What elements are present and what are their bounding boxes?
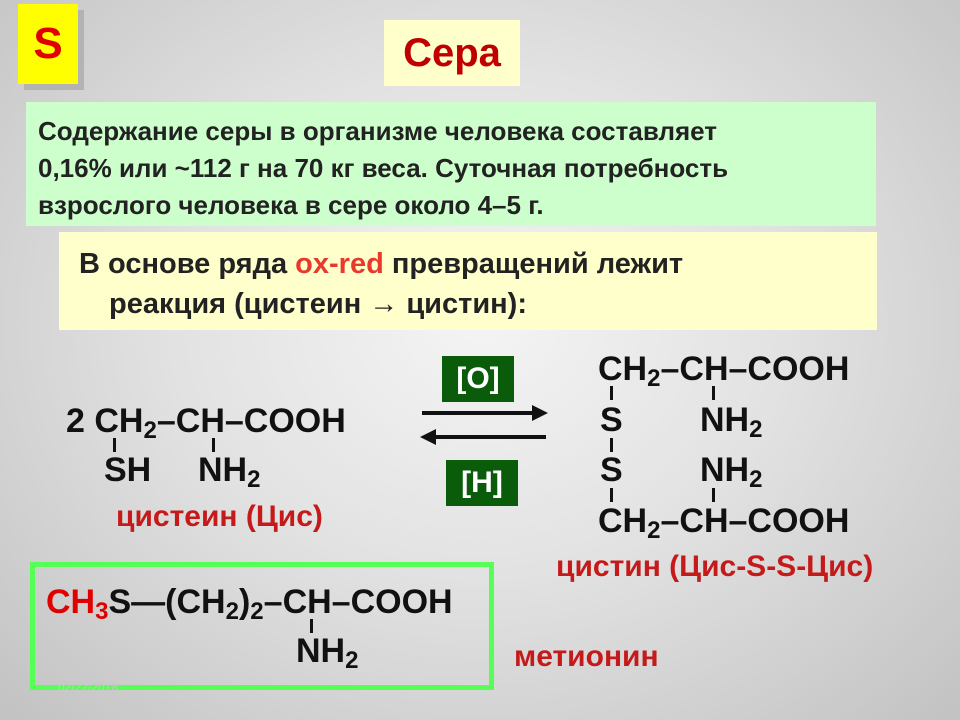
cystine-caption: цистин (Цис-S-S-Цис): [556, 550, 874, 583]
cysteine-caption: цистеин (Цис): [116, 500, 323, 533]
cystine-bond-2: [712, 386, 715, 400]
arrow-icon: →: [369, 288, 399, 320]
methyl-group: CH3: [46, 583, 109, 625]
cystine-bond-1: [610, 386, 613, 400]
sulfur-content-info: Содержание серы в организме человека сос…: [26, 102, 876, 226]
basis-line-1: В основе ряда ox-red превращений лежит: [79, 248, 684, 280]
cysteine-formula-main: 2 CH2–CH–COOH: [66, 402, 346, 444]
ox-red-highlight: ox-red: [295, 248, 384, 280]
cystine-nh2-bottom: NH2: [700, 451, 763, 493]
reaction-basis-note: В основе ряда ox-red превращений лежит р…: [59, 232, 877, 330]
cysteine-bond-nh: [212, 438, 215, 452]
slide-title: Сера: [384, 20, 520, 86]
cysteine-nh2-group: NH2: [198, 451, 261, 493]
cystine-top-chain: CH2–CH–COOH: [598, 350, 850, 392]
basis-line-2: реакция (цистеин → цистин):: [109, 288, 527, 320]
cystine-bond-ss: [610, 438, 613, 452]
methionine-frame: [30, 562, 494, 690]
cysteine-bond-sh: [113, 438, 116, 452]
element-badge: S: [18, 4, 78, 84]
cystine-sulfur-1: S: [600, 401, 623, 439]
cystine-bond-3: [610, 488, 613, 502]
oxidation-condition: [O]: [442, 356, 514, 402]
cystine-sulfur-2: S: [600, 451, 623, 489]
methionine-caption: метионин: [514, 640, 659, 673]
info-line-3: взрослого человека в сере около 4–5 г.: [38, 190, 544, 220]
methionine-nh2-group: NH2: [296, 632, 359, 674]
info-line-1: Содержание серы в организме человека сос…: [38, 116, 718, 146]
cysteine-sh-group: SH: [104, 451, 152, 489]
info-line-2: 0,16% или ~112 г на 70 кг веса. Суточная…: [38, 153, 729, 183]
methionine-formula-main: CH3S—(CH2)2–CH–COOH: [46, 583, 453, 625]
cystine-bond-4: [712, 488, 715, 502]
slide-date: 02/22/2018: [58, 680, 119, 694]
methionine-bond-nh: [310, 619, 313, 633]
reduction-condition: [H]: [446, 460, 518, 506]
cystine-bottom-chain: CH2–CH–COOH: [598, 502, 850, 544]
reversible-arrows-icon: [420, 405, 548, 445]
cystine-nh2-top: NH2: [700, 401, 763, 443]
